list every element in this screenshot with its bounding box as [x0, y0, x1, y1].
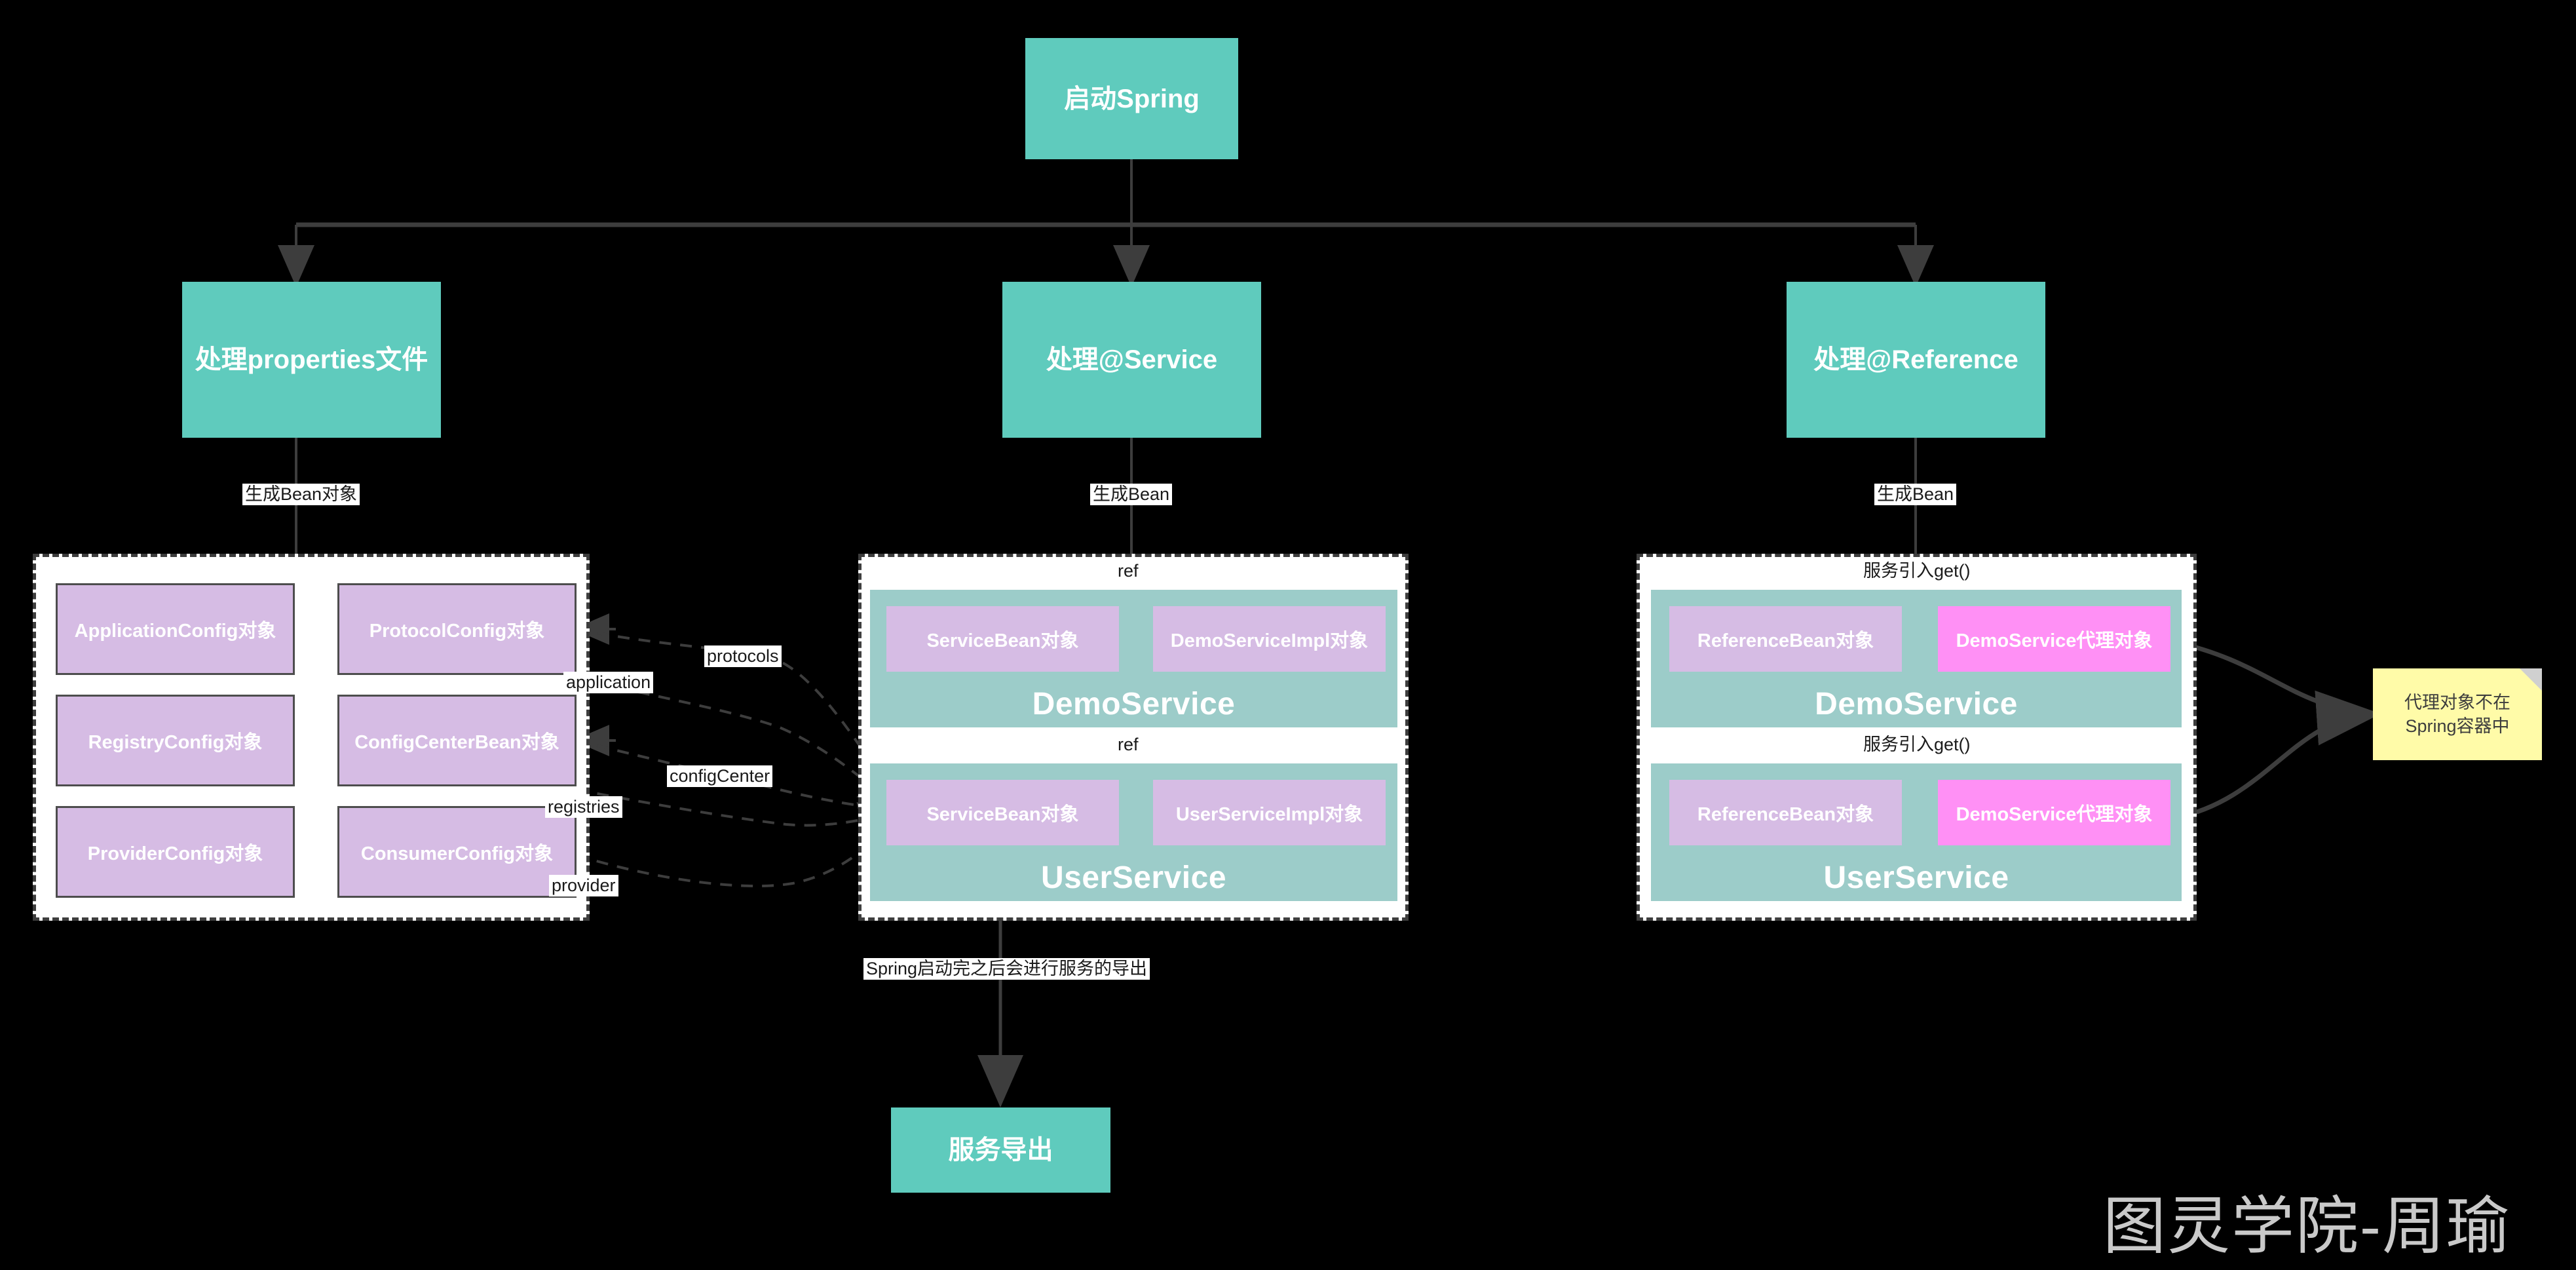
wire-label-provider: provider — [549, 875, 618, 896]
note-line-2: Spring容器中 — [2405, 716, 2510, 736]
process-box-reference[interactable]: 处理@Reference — [1787, 282, 2045, 438]
wire-label-protocols: protocols — [704, 645, 782, 667]
config-bean-provider[interactable]: ProviderConfig对象 — [56, 806, 295, 898]
config-bean-label: RegistryConfig对象 — [88, 732, 263, 753]
service-impl-label: DemoServiceImpl对象 — [1170, 630, 1369, 651]
wire-label-configcenter: configCenter — [667, 765, 773, 787]
service-bean-userservice[interactable]: ServiceBean对象 — [886, 780, 1119, 845]
config-bean-label: ProviderConfig对象 — [87, 843, 263, 864]
service-group-name: UserService — [1040, 860, 1227, 895]
service-impl-demoservice[interactable]: DemoServiceImpl对象 — [1153, 606, 1386, 672]
service-impl-label: UserServiceImpl对象 — [1175, 804, 1363, 825]
config-bean-label: ProtocolConfig对象 — [369, 621, 545, 642]
config-bean-protocol[interactable]: ProtocolConfig对象 — [337, 583, 577, 675]
root-process-label: 启动Spring — [1064, 84, 1200, 113]
watermark-text: 图灵学院-周瑜 — [2103, 1191, 2510, 1261]
sticky-note-proxy-not-in-spring: 代理对象不在 Spring容器中 — [2373, 668, 2542, 760]
reference-bean-demoservice[interactable]: ReferenceBean对象 — [1669, 606, 1902, 672]
reference-bean-label: ReferenceBean对象 — [1697, 630, 1874, 651]
process-box-service[interactable]: 处理@Service — [1002, 282, 1261, 438]
config-bean-consumer[interactable]: ConsumerConfig对象 — [337, 806, 577, 898]
process-label-service: 处理@Service — [1046, 345, 1218, 374]
reference-bean-userservice[interactable]: ReferenceBean对象 — [1669, 780, 1902, 845]
config-bean-label: ConfigCenterBean对象 — [354, 732, 559, 753]
note-line-1: 代理对象不在 — [2404, 692, 2510, 712]
reference-proxy-label: DemoService代理对象 — [1956, 630, 2153, 651]
edge-label-generate-bean-reference: 生成Bean — [1874, 484, 1957, 505]
service-export-label: 服务导出 — [948, 1136, 1053, 1164]
service-group-name: DemoService — [1032, 687, 1236, 722]
config-bean-label: ConsumerConfig对象 — [360, 843, 554, 864]
reference-bean-label: ReferenceBean对象 — [1697, 804, 1874, 825]
wire-label-application: application — [563, 672, 654, 693]
edge-label-generate-bean-object: 生成Bean对象 — [242, 484, 360, 505]
reference-group-name: DemoService — [1815, 687, 2018, 722]
edge-label-service-import-userservice: 服务引入get() — [1861, 734, 1973, 756]
config-bean-application[interactable]: ApplicationConfig对象 — [56, 583, 295, 675]
reference-proxy-userservice[interactable]: DemoService代理对象 — [1938, 780, 2170, 845]
service-impl-userservice[interactable]: UserServiceImpl对象 — [1153, 780, 1386, 845]
reference-proxy-label: DemoService代理对象 — [1956, 804, 2153, 825]
service-export-box[interactable]: 服务导出 — [891, 1107, 1110, 1193]
service-bean-demoservice[interactable]: ServiceBean对象 — [886, 606, 1119, 672]
edge-label-generate-bean-service: 生成Bean — [1090, 484, 1173, 505]
reference-proxy-demoservice[interactable]: DemoService代理对象 — [1938, 606, 2170, 672]
edge-label-ref-userservice: ref — [1115, 734, 1141, 756]
process-label-properties: 处理properties文件 — [195, 345, 428, 374]
wire-label-registries: registries — [545, 796, 622, 818]
process-label-reference: 处理@Reference — [1813, 345, 2018, 374]
service-bean-label: ServiceBean对象 — [926, 804, 1079, 825]
reference-group-name: UserService — [1823, 860, 2009, 895]
edge-label-service-export: Spring启动完之后会进行服务的导出 — [863, 958, 1150, 980]
edge-label-ref-demoservice: ref — [1115, 560, 1141, 582]
config-bean-configcenter[interactable]: ConfigCenterBean对象 — [337, 695, 577, 786]
root-process-box[interactable]: 启动Spring — [1025, 38, 1238, 159]
config-bean-registry[interactable]: RegistryConfig对象 — [56, 695, 295, 786]
process-box-properties[interactable]: 处理properties文件 — [182, 282, 441, 438]
config-bean-label: ApplicationConfig对象 — [74, 621, 276, 642]
service-bean-label: ServiceBean对象 — [926, 630, 1079, 651]
edge-label-service-import-demoservice: 服务引入get() — [1861, 560, 1973, 582]
note-fold-icon — [2520, 668, 2542, 691]
